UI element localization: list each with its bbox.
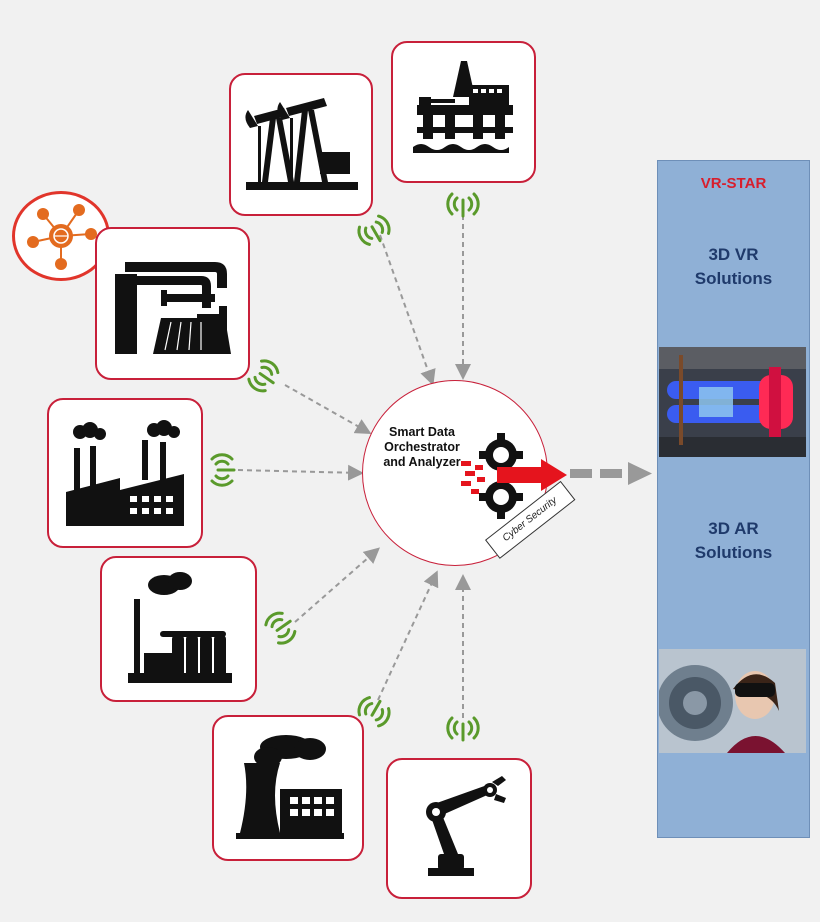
signal-icon [247,359,280,393]
vr-solutions-heading: 3D VR Solutions [694,245,773,288]
cooling-tower-icon [236,735,344,839]
vr-star-panel: VR-STAR 3D VR Solutions 3D AR Solutions [657,160,810,838]
output-arrow [570,462,652,485]
offshore-platform-icon [412,61,513,153]
link-power-plant [294,547,381,623]
node-pipeline [95,227,250,380]
node-power-plant [100,556,257,702]
ar-headset-photo [659,649,806,753]
node-robot-arm [386,758,532,899]
link-nuclear [377,570,439,701]
node-pumpjack [229,73,373,216]
power-plant-icon [127,572,232,683]
oil-pumpjack-icon [245,97,358,190]
signal-icon [446,192,480,218]
gears-icon [461,433,567,519]
panel-title: VR-STAR [700,175,767,192]
orchestrator-label: Smart Data Orchestrator and Analyzer [383,425,461,469]
node-factory [47,398,203,548]
pipeline-icon [115,261,231,354]
iot-network-hub-icon [12,191,110,281]
signal-icon [357,696,391,728]
factory-icon [66,420,184,526]
vr-pipes-photo [659,347,806,457]
robot-arm-icon [426,775,506,876]
signal-icon [357,214,391,246]
link-pumpjack [379,234,436,386]
link-factory [237,464,364,481]
link-pipeline [284,384,372,434]
signal-icon [210,453,236,487]
ar-solutions-heading: 3D AR Solutions [694,519,773,562]
node-offshore [391,41,536,183]
signal-icon [264,611,297,645]
node-cooling-tower [212,715,364,861]
signal-icon [446,716,480,742]
